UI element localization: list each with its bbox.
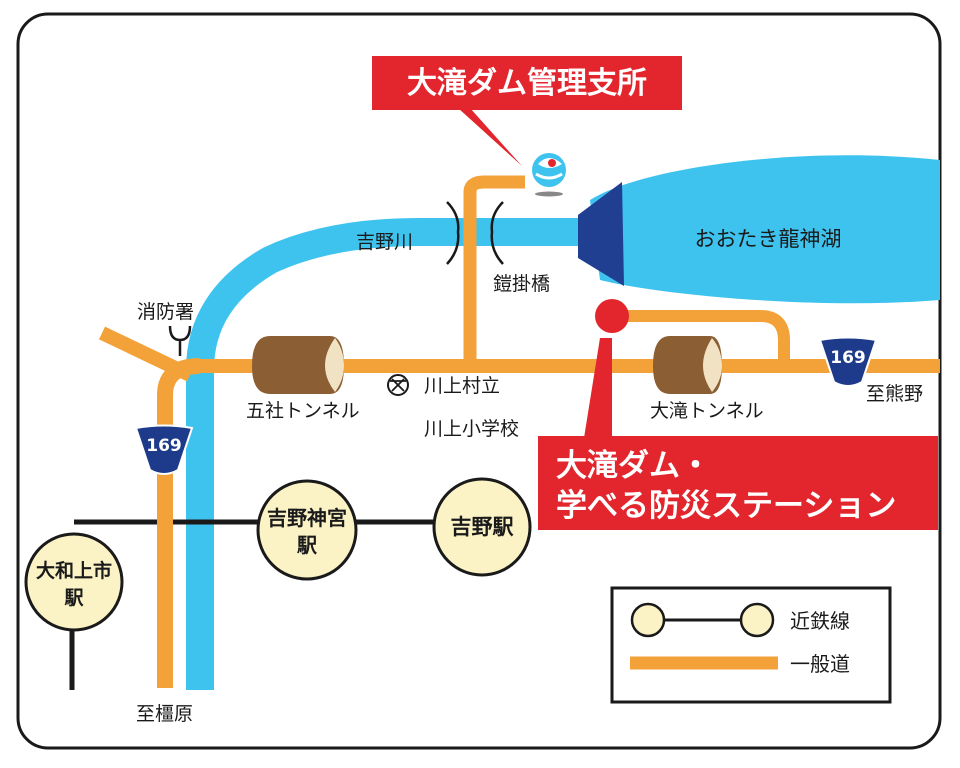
legend-station-icon (739, 602, 775, 638)
lake-label: おおたき龍神湖 (695, 227, 842, 251)
bridge-marks (446, 201, 504, 265)
station-yoshino-jingu: 吉野神宮 駅 (256, 479, 358, 581)
station-name: 大和上市 (36, 559, 112, 582)
tunnel-west-label: 五社トンネル (246, 400, 360, 422)
station-location-marker (595, 299, 629, 333)
river-label: 吉野川 (356, 231, 413, 253)
river-path (186, 218, 590, 690)
station-yamato-kamiichi: 大和上市 駅 (24, 532, 124, 632)
route-shield-number: 169 (146, 436, 182, 456)
to-kashihara-label: 至橿原 (136, 703, 193, 725)
school-label-line2: 川上小学校 (424, 418, 519, 440)
tunnel-west (252, 336, 344, 394)
legend-road-label: 一般道 (790, 652, 850, 676)
route-shield-number: 169 (830, 348, 866, 368)
fire-station-icon (168, 325, 192, 356)
station-label-line1: 大滝ダム・ (556, 448, 711, 484)
station-name: 駅 (63, 587, 84, 609)
route-shield: 169 (134, 424, 194, 475)
station-label-line2: 学べる防災ステーション (556, 488, 896, 524)
station-name: 吉野神宮 (267, 506, 347, 530)
callout-station: 大滝ダム・ 学べる防災ステーション (538, 338, 938, 530)
station-name: 駅 (296, 533, 317, 557)
route-shield: 169 (818, 336, 878, 387)
to-kumano-label: 至熊野 (866, 383, 923, 405)
school-label-line1: 川上村立 (424, 375, 500, 397)
map-legend: 近鉄線 一般道 (610, 586, 892, 704)
dam-office-label: 大滝ダム管理支所 (407, 66, 647, 101)
tunnel-east (653, 336, 722, 394)
school-icon (387, 374, 409, 396)
station-yoshino: 吉野駅 (432, 477, 532, 577)
bridge-label: 鎧掛橋 (493, 273, 550, 295)
dam-office-logo-icon (527, 152, 571, 197)
legend-station-icon (630, 602, 666, 638)
legend-rail-label: 近鉄線 (790, 609, 850, 633)
tunnel-east-label: 大滝トンネル (650, 400, 764, 422)
dam-shape (578, 182, 624, 286)
station-name: 吉野駅 (451, 515, 515, 539)
callout-dam-office: 大滝ダム管理支所 (372, 56, 682, 166)
lake-shape (590, 155, 940, 304)
fire-station-label: 消防署 (137, 301, 194, 323)
